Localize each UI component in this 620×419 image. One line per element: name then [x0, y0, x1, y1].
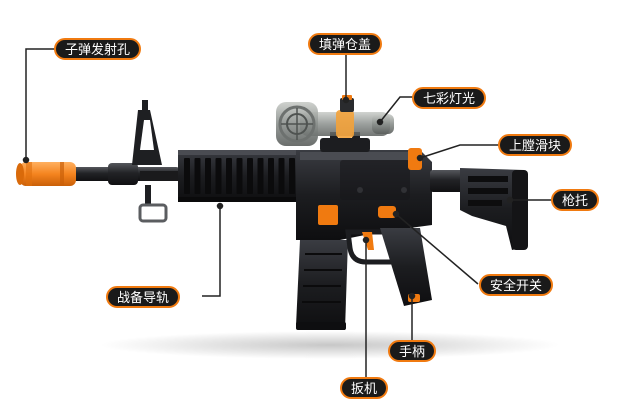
callout-upper-slide: 上膛滑块 [498, 134, 573, 156]
rail-slot [194, 158, 201, 194]
rail-slot [268, 158, 274, 194]
pistol-grip [380, 228, 432, 306]
callout-muzzle: 子弹发射孔 [54, 38, 142, 60]
barrel [70, 163, 180, 185]
magazine [296, 240, 348, 330]
rail-slot [226, 158, 232, 194]
scope-mount [320, 132, 370, 152]
rail-slot [278, 158, 285, 194]
safety-switch-knob [378, 206, 396, 218]
callout-stock: 枪托 [551, 189, 600, 211]
rail-slot [236, 158, 243, 194]
floor-shadow [100, 331, 560, 359]
muzzle-tip [16, 162, 76, 186]
leader-lines [22, 48, 556, 378]
rail-slot [247, 158, 253, 194]
callout-grip: 手柄 [388, 340, 437, 362]
orange-button-left [318, 205, 338, 225]
front-sight [132, 100, 168, 223]
rail-handguard [178, 150, 298, 202]
callout-safety: 安全开关 [479, 274, 554, 296]
scope [276, 95, 394, 146]
light-chamber [336, 110, 354, 138]
rail-slot [205, 158, 211, 194]
rail-slot [184, 158, 190, 194]
callout-magazine-cover: 填弹仓盖 [308, 33, 383, 55]
charging-handle [408, 148, 422, 170]
rail-slot [257, 158, 264, 194]
callout-rail: 战备导轨 [106, 286, 181, 308]
rail-slot [289, 158, 295, 194]
receiver [296, 150, 432, 240]
rail-slot [215, 158, 222, 194]
callout-color-light: 七彩灯光 [412, 87, 487, 109]
callout-trigger: 扳机 [340, 377, 389, 399]
stock [460, 168, 528, 250]
